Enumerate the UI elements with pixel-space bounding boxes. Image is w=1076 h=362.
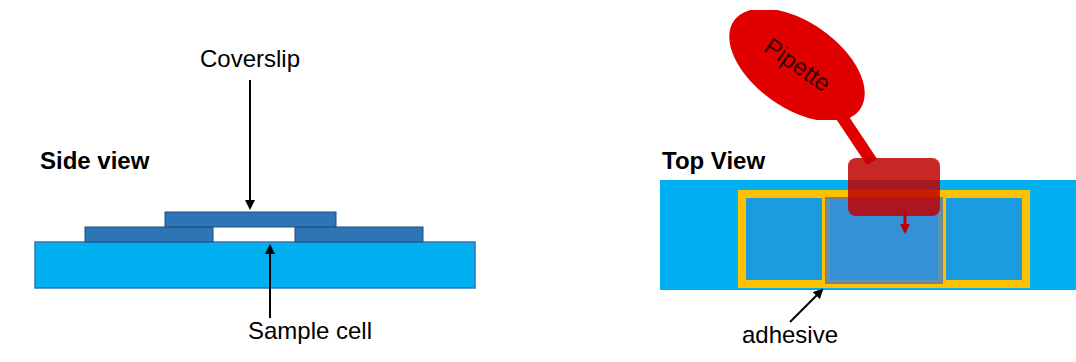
spacer — [85, 227, 213, 242]
pipette-bulb-shape — [712, 10, 882, 120]
view-title: Side view — [40, 148, 149, 174]
pipette-bulb: Pipette — [712, 10, 882, 120]
leader-line — [269, 246, 271, 318]
adhesive-frame — [742, 194, 826, 284]
leader-line — [790, 290, 822, 322]
view-title: Top View — [662, 148, 765, 174]
part-label: Sample cell — [248, 318, 372, 344]
droplet — [848, 158, 940, 216]
part-label: adhesive — [742, 322, 838, 348]
coverslip — [165, 212, 336, 227]
slide — [35, 242, 475, 288]
adhesive-frame — [942, 194, 1026, 284]
flow-arrow — [904, 210, 907, 232]
spacer — [295, 227, 423, 242]
leader-line — [249, 80, 251, 208]
part-label: Coverslip — [200, 46, 300, 72]
